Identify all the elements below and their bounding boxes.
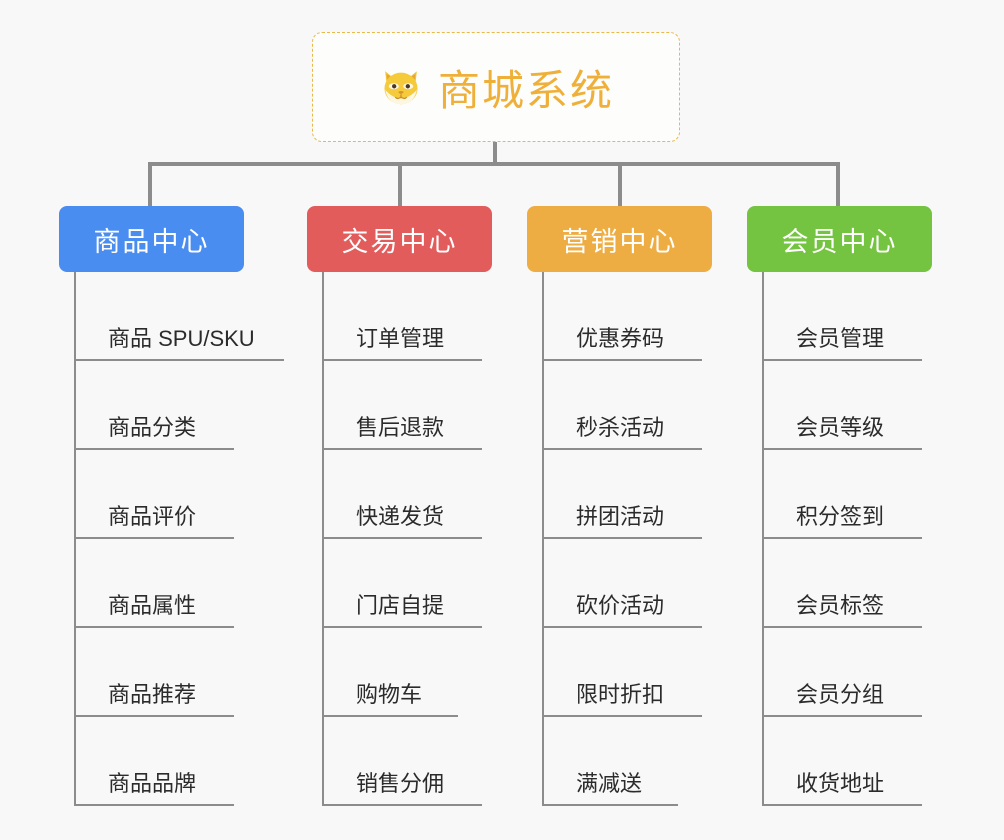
leaf-label: 快递发货 — [356, 503, 445, 529]
leaf-label: 会员管理 — [796, 325, 885, 351]
leaf-underline — [76, 715, 234, 717]
leaf-underline — [544, 626, 702, 628]
leaf-item[interactable]: 收货地址 — [764, 717, 932, 806]
leaf-item[interactable]: 会员等级 — [764, 361, 932, 450]
leaf-underline — [76, 537, 234, 539]
category-box-4[interactable]: 会员中心 — [747, 206, 932, 272]
leaf-label: 积分签到 — [796, 503, 885, 529]
leaf-label: 拼团活动 — [576, 503, 665, 529]
leaf-item[interactable]: 商品推荐 — [76, 628, 244, 717]
leaf-underline — [324, 715, 458, 717]
root-title: 商城系统 — [437, 66, 614, 114]
leaf-label: 会员等级 — [796, 414, 885, 440]
leaf-label: 会员标签 — [796, 592, 885, 618]
leaf-label: 秒杀活动 — [576, 414, 665, 440]
leaf-underline — [76, 448, 234, 450]
leaf-label: 砍价活动 — [576, 592, 665, 618]
leaf-item[interactable]: 限时折扣 — [544, 628, 712, 717]
leaf-item[interactable]: 购物车 — [324, 628, 492, 717]
leaf-label: 订单管理 — [356, 325, 445, 351]
leaf-item[interactable]: 会员分组 — [764, 628, 932, 717]
leaf-item[interactable]: 满减送 — [544, 717, 712, 806]
leaf-stack-2: 订单管理售后退款快递发货门店自提购物车销售分佣 — [322, 272, 492, 806]
leaf-underline — [764, 359, 922, 361]
connector-drop-3 — [618, 162, 622, 206]
connector-bus — [150, 162, 840, 166]
category-column-2: 交易中心订单管理售后退款快递发货门店自提购物车销售分佣 — [307, 206, 492, 806]
connector-drop-2 — [398, 162, 402, 206]
leaf-item[interactable]: 门店自提 — [324, 539, 492, 628]
leaf-label: 优惠券码 — [576, 325, 665, 351]
category-column-4: 会员中心会员管理会员等级积分签到会员标签会员分组收货地址 — [747, 206, 932, 806]
connector-drop-1 — [148, 162, 152, 206]
connector-stem — [493, 142, 497, 166]
connector-drop-4 — [836, 162, 840, 206]
category-label: 会员中心 — [781, 226, 898, 257]
leaf-label: 商品分类 — [108, 414, 197, 440]
shiba-dog-face-icon — [378, 64, 424, 110]
root-node[interactable]: 商城系统 — [312, 32, 680, 142]
category-box-3[interactable]: 营销中心 — [527, 206, 712, 272]
leaf-label: 限时折扣 — [576, 681, 665, 707]
leaf-label: 收货地址 — [796, 770, 885, 796]
leaf-label: 满减送 — [576, 770, 643, 796]
leaf-item[interactable]: 拼团活动 — [544, 450, 712, 539]
leaf-underline — [764, 626, 922, 628]
leaf-item[interactable]: 商品属性 — [76, 539, 244, 628]
leaf-label: 商品 SPU/SKU — [108, 325, 255, 351]
leaf-underline — [76, 804, 234, 806]
leaf-item[interactable]: 秒杀活动 — [544, 361, 712, 450]
leaf-underline — [764, 715, 922, 717]
leaf-underline — [764, 804, 922, 806]
category-label: 商品中心 — [93, 226, 210, 257]
leaf-item[interactable]: 售后退款 — [324, 361, 492, 450]
category-label: 交易中心 — [341, 226, 458, 257]
leaf-item[interactable]: 商品分类 — [76, 361, 244, 450]
leaf-underline — [324, 537, 482, 539]
leaf-label: 会员分组 — [796, 681, 885, 707]
category-label: 营销中心 — [561, 226, 678, 257]
leaf-underline — [544, 359, 702, 361]
leaf-label: 商品品牌 — [108, 770, 197, 796]
leaf-underline — [764, 537, 922, 539]
leaf-label: 购物车 — [356, 681, 423, 707]
leaf-underline — [544, 715, 702, 717]
leaf-item[interactable]: 积分签到 — [764, 450, 932, 539]
leaf-underline — [544, 537, 702, 539]
leaf-item[interactable]: 商品 SPU/SKU — [76, 272, 255, 361]
leaf-item[interactable]: 快递发货 — [324, 450, 492, 539]
category-column-3: 营销中心优惠券码秒杀活动拼团活动砍价活动限时折扣满减送 — [527, 206, 712, 806]
leaf-underline — [324, 359, 482, 361]
leaf-underline — [324, 804, 482, 806]
leaf-item[interactable]: 优惠券码 — [544, 272, 712, 361]
leaf-stack-1: 商品 SPU/SKU 商品分类商品评价商品属性商品推荐商品品牌 — [74, 272, 284, 806]
category-box-2[interactable]: 交易中心 — [307, 206, 492, 272]
leaf-underline — [324, 626, 482, 628]
leaf-underline — [76, 359, 284, 361]
leaf-item[interactable]: 订单管理 — [324, 272, 492, 361]
leaf-item[interactable]: 销售分佣 — [324, 717, 492, 806]
leaf-stack-4: 会员管理会员等级积分签到会员标签会员分组收货地址 — [762, 272, 932, 806]
leaf-label: 销售分佣 — [356, 770, 445, 796]
leaf-underline — [76, 626, 234, 628]
leaf-item[interactable]: 砍价活动 — [544, 539, 712, 628]
leaf-underline — [544, 804, 678, 806]
leaf-underline — [764, 448, 922, 450]
leaf-underline — [324, 448, 482, 450]
leaf-label: 商品评价 — [108, 503, 197, 529]
leaf-item[interactable]: 商品品牌 — [76, 717, 244, 806]
category-box-1[interactable]: 商品中心 — [59, 206, 244, 272]
leaf-label: 门店自提 — [356, 592, 445, 618]
leaf-item[interactable]: 会员管理 — [764, 272, 932, 361]
leaf-item[interactable]: 商品评价 — [76, 450, 244, 539]
leaf-label: 商品推荐 — [108, 681, 197, 707]
leaf-label: 售后退款 — [356, 414, 445, 440]
leaf-label: 商品属性 — [108, 592, 197, 618]
leaf-underline — [544, 448, 702, 450]
leaf-stack-3: 优惠券码秒杀活动拼团活动砍价活动限时折扣满减送 — [542, 272, 712, 806]
category-column-1: 商品中心商品 SPU/SKU 商品分类商品评价商品属性商品推荐商品品牌 — [59, 206, 284, 806]
leaf-item[interactable]: 会员标签 — [764, 539, 932, 628]
